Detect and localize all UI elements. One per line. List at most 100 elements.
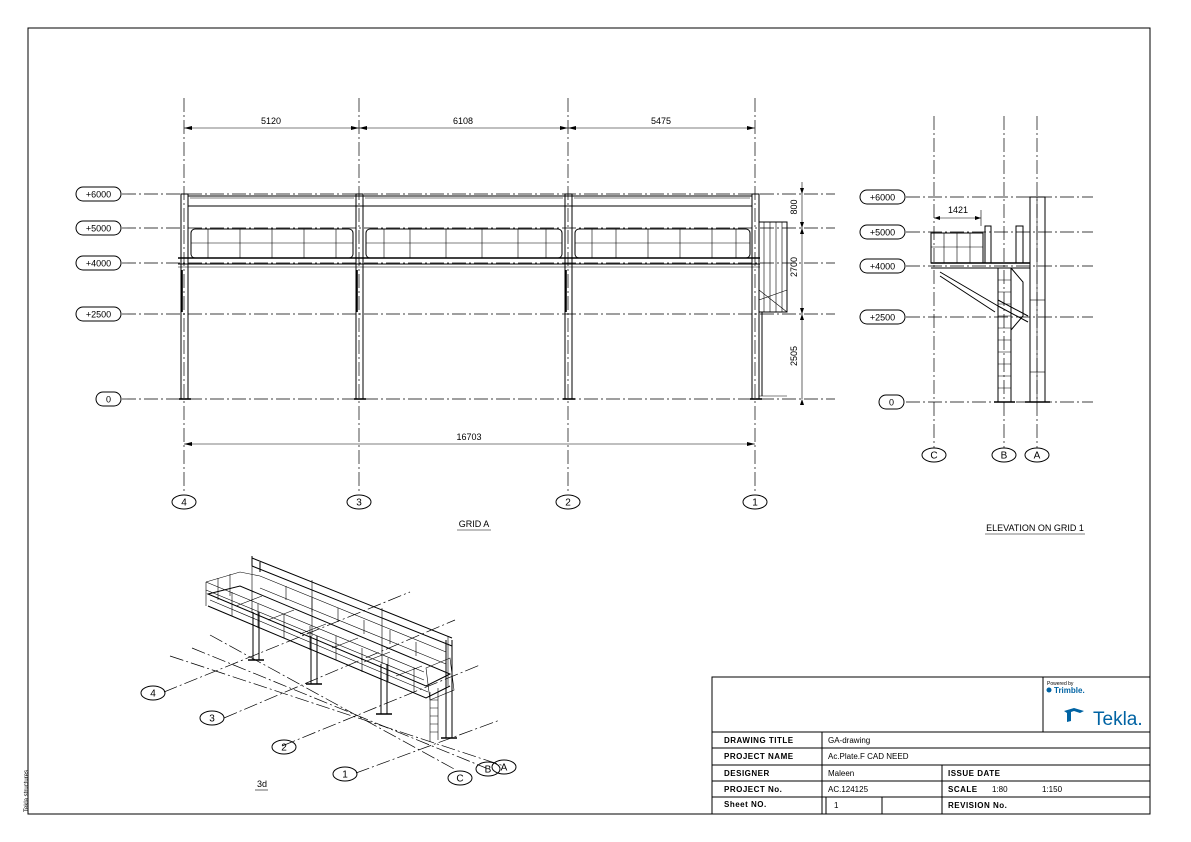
- level-bubble-0: 0: [878, 394, 905, 410]
- grid-bubble-c: C: [921, 447, 947, 463]
- label-issue-date: ISSUE DATE: [948, 769, 1001, 778]
- level-label: 0: [106, 395, 111, 405]
- level-bubble-2500: +2500: [75, 306, 122, 322]
- level-label: +4000: [870, 262, 895, 272]
- iso-grid-bubble-c: C: [447, 770, 473, 786]
- dimension-2700: 2700: [789, 257, 799, 277]
- dimension-6108: 6108: [453, 116, 473, 126]
- value-designer: Maleen: [828, 769, 854, 778]
- level-label: +6000: [870, 193, 895, 203]
- iso-grid-bubble-1: 1: [332, 766, 358, 782]
- dimension-800: 800: [789, 199, 799, 214]
- ladder: [994, 267, 1024, 403]
- level-bubble-0: 0: [95, 391, 122, 407]
- label-sheet-no: Sheet NO.: [724, 800, 767, 809]
- logo-tekla: Tekla.: [1093, 709, 1143, 730]
- iso-grid-line-a: [169, 655, 505, 767]
- iso-grid-line-b: [191, 647, 487, 769]
- value-drawing-title: GA-drawing: [828, 736, 870, 745]
- value-scale-1: 1:80: [992, 785, 1008, 794]
- platform-section: [930, 225, 1030, 323]
- dimension-2505: 2505: [789, 346, 799, 366]
- iso-grid-bubble-2: 2: [271, 739, 297, 755]
- view-title-elevation: ELEVATION ON GRID 1: [986, 523, 1084, 533]
- grid-label: B: [1001, 451, 1008, 462]
- isometric-view: 4 3 2 1 C B A 3d: [140, 556, 517, 791]
- value-project-no: AC.124125: [828, 785, 869, 794]
- trimble-icon: [1046, 687, 1052, 693]
- label-revision-no: REVISION No.: [948, 801, 1007, 810]
- logo-powered-by: Powered by: [1047, 681, 1074, 687]
- tekla-logo: Powered by Trimble. Tekla.: [1046, 681, 1143, 730]
- grid-label: B: [485, 765, 492, 776]
- elevation-view: +6000 +5000 +4000 +2500 0 1421: [859, 116, 1093, 535]
- title-block: Powered by Trimble. Tekla. DRAWING TITLE…: [711, 676, 1151, 815]
- columns: [179, 193, 762, 400]
- grid-a-view: +6000 +5000 +4000 +2500 0 5120 6108 5475…: [75, 98, 835, 531]
- label-project-no: PROJECT No.: [724, 785, 782, 794]
- iso-grid-bubble-3: 3: [199, 710, 225, 726]
- dimension-5120: 5120: [261, 116, 281, 126]
- iso-grid-line-3: [223, 619, 456, 719]
- iso-grid-bubble-4: 4: [140, 685, 166, 701]
- grid-label: 4: [181, 498, 187, 509]
- level-label: 0: [889, 398, 894, 408]
- label-project-name: PROJECT NAME: [724, 752, 794, 761]
- dimension-total: 16703: [456, 432, 481, 442]
- grid-label: C: [456, 774, 463, 785]
- level-bubble-4000: +4000: [859, 258, 906, 274]
- grid-label: 2: [565, 498, 571, 509]
- grid-bubble-4: 4: [171, 494, 197, 510]
- grid-label: C: [930, 451, 937, 462]
- level-bubble-5000: +5000: [75, 220, 122, 236]
- iso-grid-bubble-b: B: [475, 761, 501, 777]
- level-bubble-6000: +6000: [859, 189, 906, 205]
- grid-bubble-2: 2: [555, 494, 581, 510]
- level-label: +2500: [870, 313, 895, 323]
- sheet-border: [27, 27, 1151, 815]
- grid-bubble-3: 3: [346, 494, 372, 510]
- grid-bubble-1: 1: [742, 494, 768, 510]
- side-credit-text: Tekla structures: [24, 770, 30, 812]
- handrail-panels: [190, 228, 751, 259]
- value-sheet-no: 1: [834, 801, 839, 810]
- grid-bubble-a: A: [1024, 447, 1050, 463]
- iso-grid-bubble-a: A: [491, 759, 517, 775]
- level-bubble-5000: +5000: [859, 224, 906, 240]
- view-title-grid-a: GRID A: [459, 519, 490, 529]
- dimension-1421: 1421: [948, 205, 968, 215]
- level-label: +5000: [86, 224, 111, 234]
- logo-trimble: Trimble.: [1054, 686, 1085, 695]
- tekla-icon: [1064, 708, 1084, 722]
- stair-cage: [758, 221, 788, 397]
- level-label: +6000: [86, 190, 111, 200]
- label-drawing-title: DRAWING TITLE: [724, 736, 794, 745]
- level-label: +4000: [86, 259, 111, 269]
- iso-grid-line-1: [355, 719, 501, 774]
- grid-label: 3: [209, 714, 215, 725]
- grid-bubble-b: B: [991, 447, 1017, 463]
- iso-structure: [205, 556, 457, 742]
- value-project-name: Ac.Plate.F CAD NEED: [828, 752, 909, 761]
- label-designer: DESIGNER: [724, 769, 770, 778]
- grid-label: 1: [752, 498, 758, 509]
- dimension-arrows: [800, 188, 804, 405]
- level-bubble-4000: +4000: [75, 255, 122, 271]
- value-scale-2: 1:150: [1042, 785, 1063, 794]
- level-bubble-2500: +2500: [859, 309, 906, 325]
- dimension-5475: 5475: [651, 116, 671, 126]
- label-scale: SCALE: [948, 785, 978, 794]
- level-bubble-6000: +6000: [75, 186, 122, 202]
- level-label: +2500: [86, 310, 111, 320]
- level-label: +5000: [870, 228, 895, 238]
- grid-label: 3: [356, 498, 362, 509]
- main-column: [1025, 196, 1050, 403]
- grid-label: 1: [342, 770, 348, 781]
- top-beam: [188, 195, 752, 207]
- iso-grid-line-c: [209, 634, 457, 771]
- iso-grid-line-4: [163, 591, 411, 693]
- view-title-3d: 3d: [257, 779, 267, 789]
- grid-label: A: [501, 763, 508, 774]
- grid-label: 2: [281, 743, 287, 754]
